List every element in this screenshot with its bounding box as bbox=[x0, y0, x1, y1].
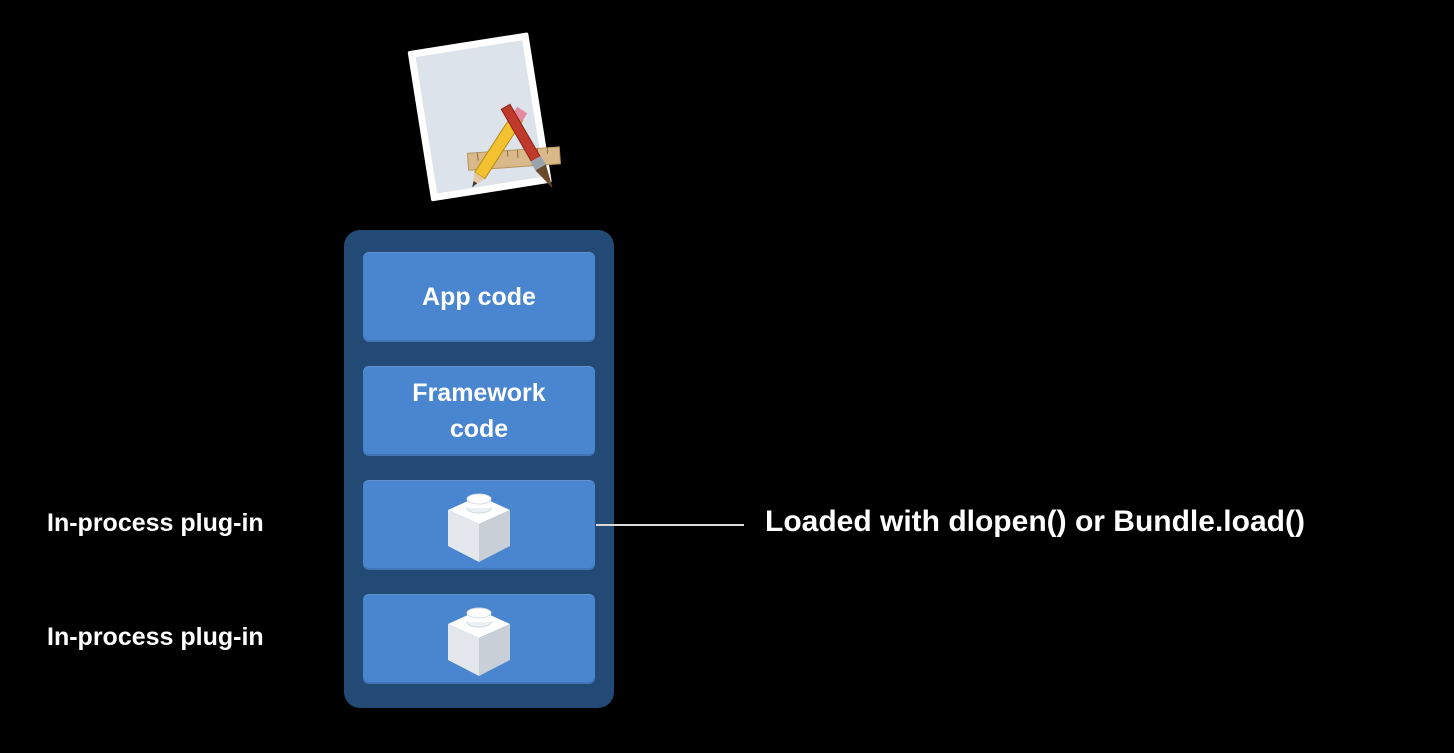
plugin-label-1: In-process plug-in bbox=[47, 509, 264, 537]
framework-code-label-line1: Framework bbox=[412, 379, 546, 407]
framework-code-block: Framework code bbox=[363, 366, 595, 456]
plugin-block-1 bbox=[363, 480, 595, 570]
callout-text: Loaded with dlopen() or Bundle.load() bbox=[765, 505, 1305, 538]
plugin-brick-icon bbox=[448, 493, 510, 562]
app-code-block: App code bbox=[363, 252, 595, 342]
plugin-label-2: In-process plug-in bbox=[47, 623, 264, 651]
app-code-label: App code bbox=[422, 283, 536, 311]
plugin-block-2 bbox=[363, 594, 595, 684]
plugin-brick-icon bbox=[448, 607, 510, 676]
framework-code-label-line2: code bbox=[449, 415, 509, 443]
xcode-app-icon bbox=[407, 32, 561, 202]
callout-connector-line bbox=[596, 524, 744, 526]
